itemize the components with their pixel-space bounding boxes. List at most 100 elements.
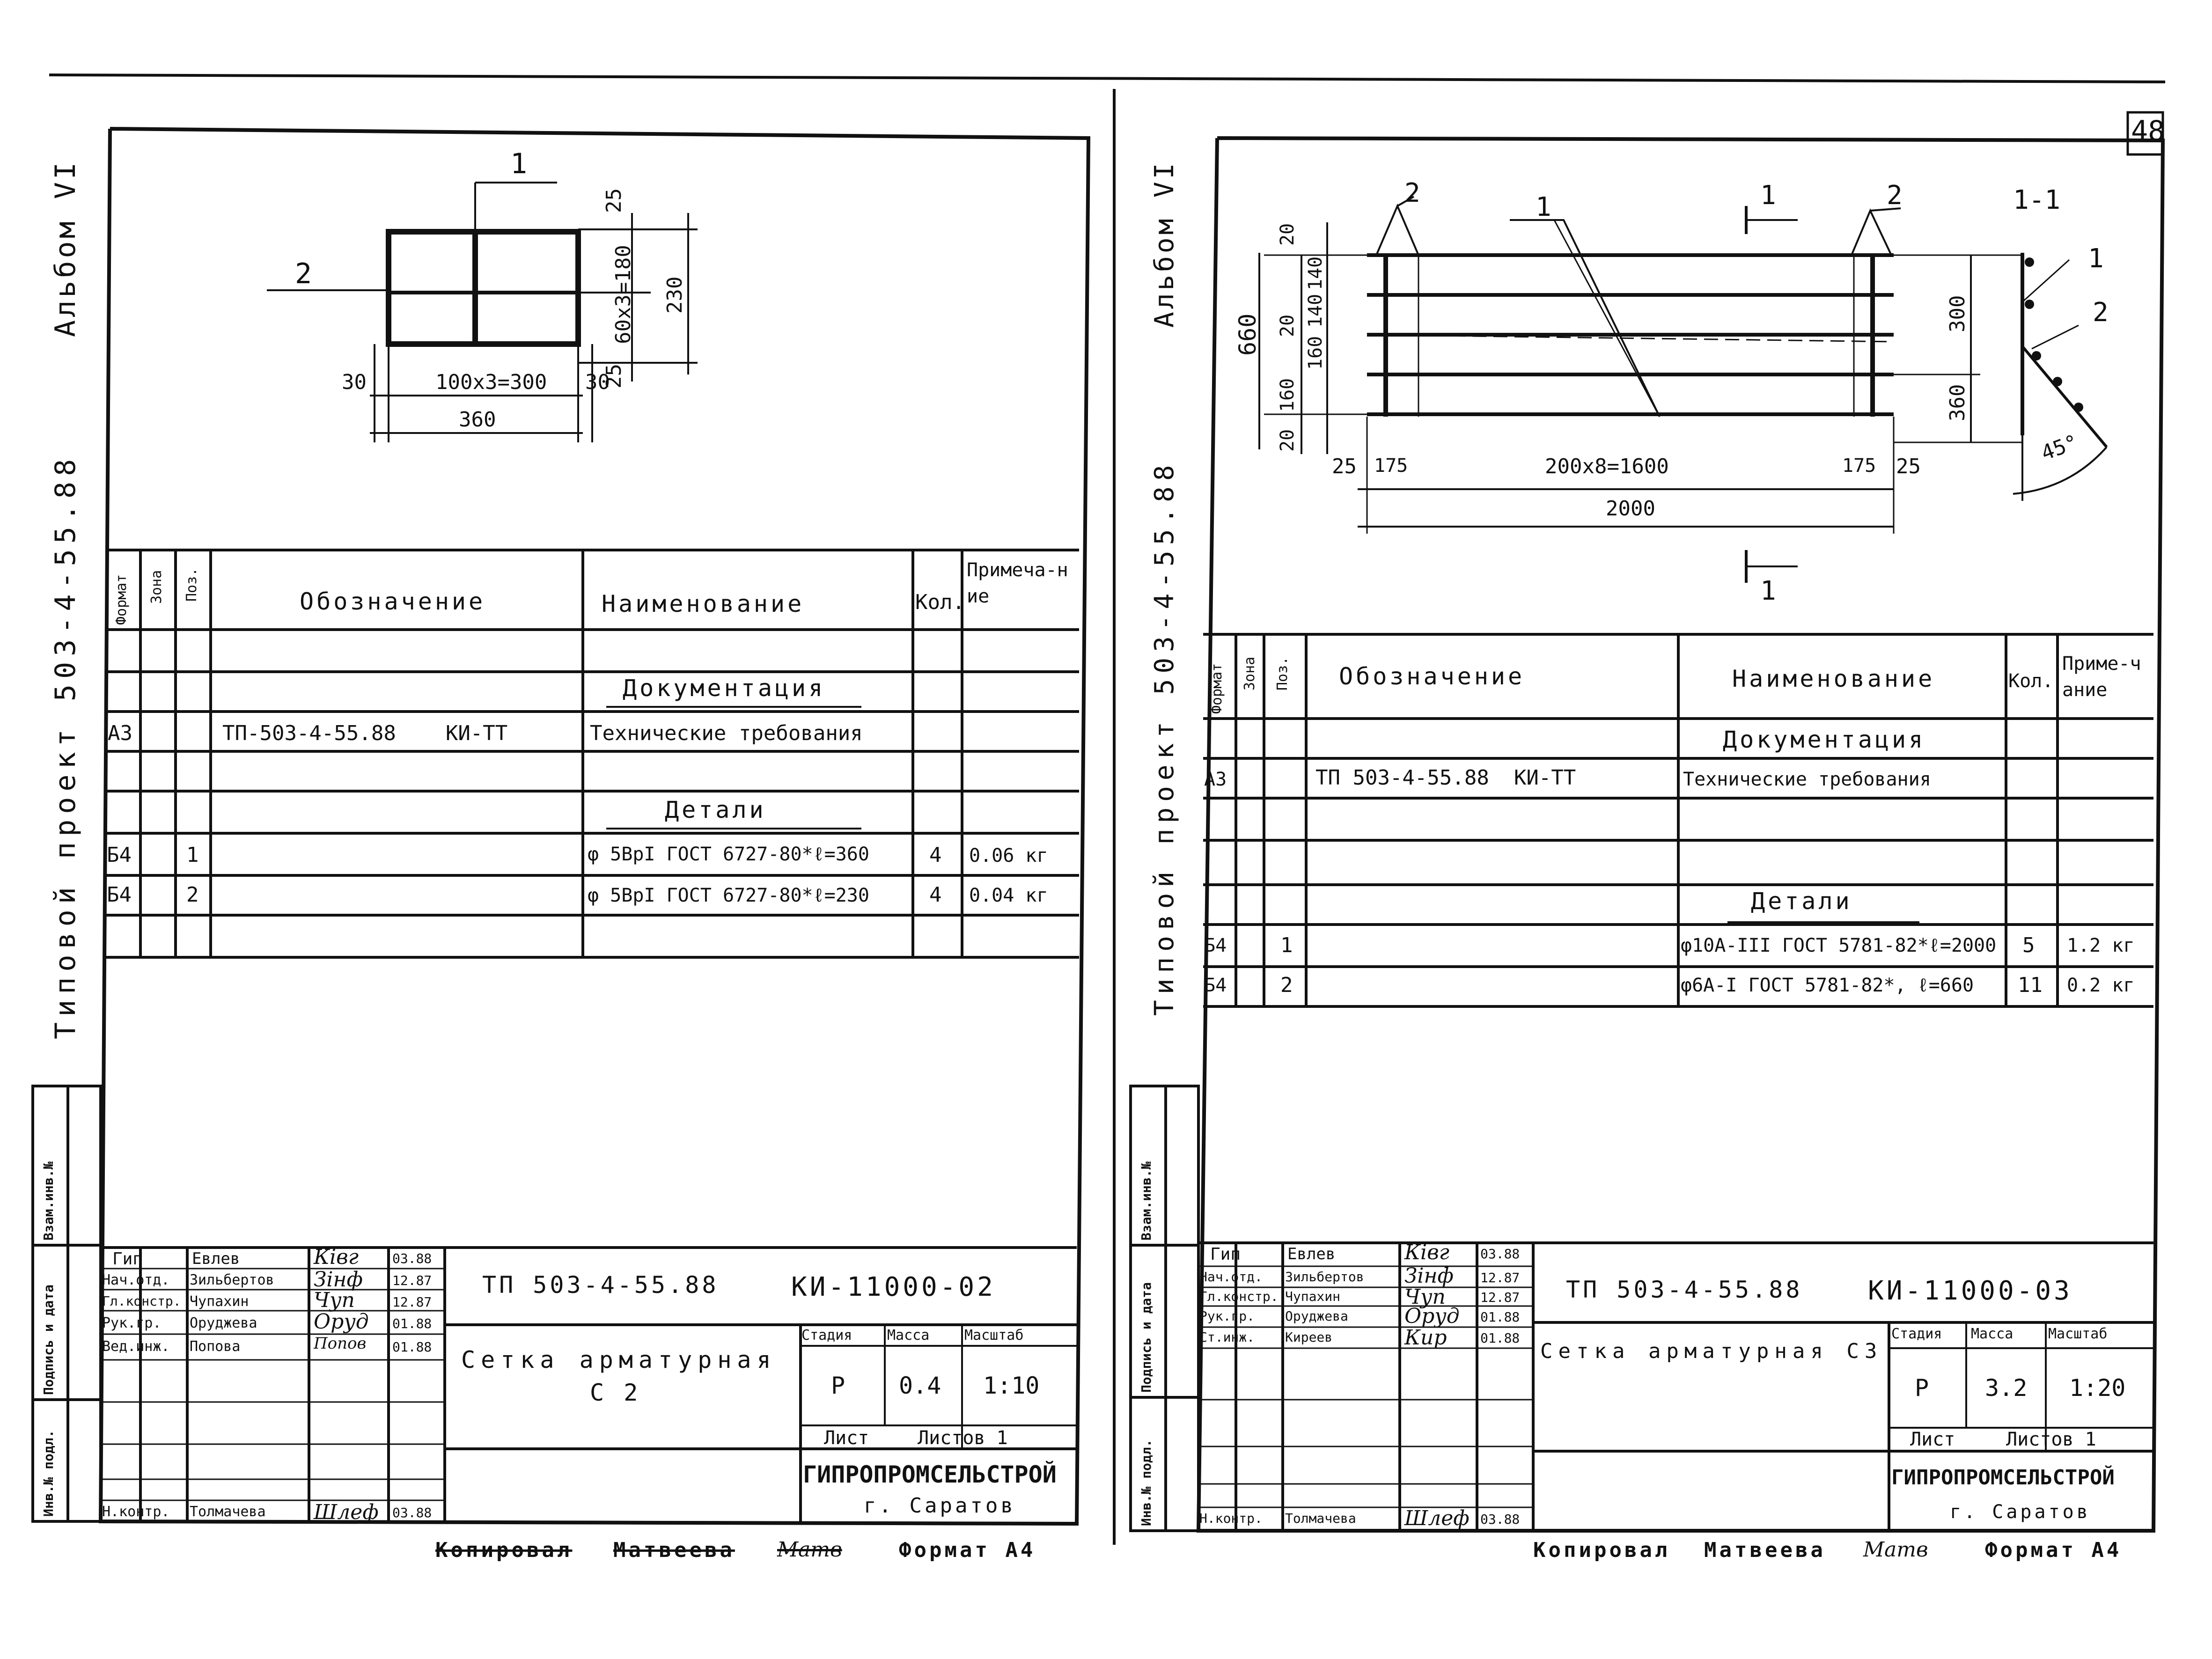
row-name: φ 5ВрI ГОСТ 6727-80*ℓ=360 — [588, 844, 869, 865]
dim-25a: 25 — [602, 188, 626, 213]
row-note: 0.06 кг — [969, 845, 1048, 866]
doc-row-name: Технические требования — [1683, 769, 1931, 790]
date: 12.87 — [392, 1273, 432, 1288]
mass-value: 0.4 — [899, 1372, 941, 1399]
dim-pos1: 1 — [510, 147, 528, 180]
dim-20a: 20 — [1277, 223, 1298, 246]
col-zone-header: Зона — [1242, 656, 1258, 690]
footer-format: Формат А4 — [1985, 1538, 2122, 1562]
signature: Шлеф — [314, 1500, 379, 1524]
stage-value: Р — [831, 1372, 845, 1399]
row-format: Б4 — [107, 843, 132, 867]
row-note: 0.2 кг — [2067, 975, 2135, 996]
col-note-header: Примеча-ние — [967, 559, 1068, 607]
footer-copied: Копировал — [1533, 1538, 1670, 1562]
dim-30b: 30 — [585, 370, 610, 394]
date: 03.88 — [392, 1505, 432, 1520]
dim-300: 300 — [1946, 295, 1969, 332]
stage-header: Стадия — [801, 1327, 852, 1343]
role-norm-control: Н.контр. — [102, 1504, 170, 1520]
dim-30a: 30 — [342, 370, 367, 394]
mass-header: Масса — [887, 1327, 930, 1343]
stage-header: Стадия — [1891, 1326, 1942, 1342]
name-evlev: Евлев — [192, 1249, 240, 1268]
scale-header: Масштаб — [2048, 1326, 2108, 1342]
footer-format: Формат А4 — [899, 1538, 1036, 1562]
name-evlev: Евлев — [1287, 1245, 1336, 1263]
signature: Зінф — [1404, 1264, 1454, 1288]
doc-row-designation: ТП-503-4-55.88 КИ-ТТ — [222, 721, 508, 745]
side-label-replace-inv: Взам.инв.№ — [1139, 1161, 1154, 1241]
name-kireev: Киреев — [1285, 1329, 1333, 1345]
date: 12.87 — [1480, 1270, 1520, 1285]
title-code: ТП 503-4-55.88 — [1566, 1276, 1803, 1303]
dim-pos2: 2 — [295, 257, 312, 290]
section-pos2: 2 — [2093, 297, 2109, 328]
signature: Зінф — [314, 1268, 363, 1292]
dim-20c: 20 — [1277, 429, 1298, 452]
role-gip: Гип — [1210, 1245, 1241, 1264]
role-norm-control: Н.контр. — [1199, 1511, 1263, 1526]
role-group-lead: Рук.гр. — [102, 1315, 162, 1331]
sheets-header: Листов 1 — [2006, 1429, 2096, 1450]
dim-160b: 160 — [1277, 378, 1298, 412]
col-zone-header: Зона — [148, 570, 165, 604]
row-name: φ10А-III ГОСТ 5781-82*ℓ=2000 — [1681, 935, 1997, 956]
col-qty-header: Кол. — [915, 590, 965, 614]
signature: Ківг — [314, 1245, 359, 1269]
name-orudzheva: Оруджева — [190, 1315, 257, 1331]
role-head-dept: Нач.отд. — [1199, 1269, 1263, 1285]
date: 01.88 — [1480, 1330, 1520, 1346]
footer-copier-signature: Матв — [1863, 1538, 1928, 1562]
mass-header: Масса — [1971, 1326, 2014, 1342]
org-city: г. Саратов — [1950, 1501, 2091, 1523]
sheet-header: Лист — [824, 1427, 869, 1449]
title-name: Сетка арматурная — [461, 1346, 777, 1373]
row-pos: 1 — [186, 843, 199, 867]
name-tolmacheva: Толмачева — [1285, 1511, 1356, 1526]
dim-160a: 160 — [1305, 336, 1326, 370]
signature: Чуп — [314, 1288, 355, 1312]
dim-25a: 25 — [1332, 455, 1357, 478]
col-note-header: Приме-чание — [2062, 653, 2141, 701]
doc-row-format: А3 — [1204, 769, 1227, 790]
doc-row-format: А3 — [108, 721, 132, 745]
section-mark-1b: 1 — [1760, 576, 1776, 606]
signature: Ківг — [1404, 1241, 1449, 1264]
row-qty: 4 — [929, 883, 942, 907]
title-name: Сетка арматурная С3 — [1540, 1339, 1883, 1363]
side-label-inv-orig: Инв.№ подл. — [41, 1430, 56, 1517]
name-chupakhin: Чупахин — [1285, 1289, 1341, 1304]
footer-copier: Матвеева — [1704, 1538, 1826, 1562]
role-chief-constr: Гл.констр. — [102, 1293, 181, 1309]
title-doc-number: КИ-11000-02 — [791, 1272, 996, 1302]
row-format: Б4 — [1204, 975, 1227, 996]
dim-175a: 175 — [1374, 455, 1408, 477]
role-senior-eng: Ст.инж. — [1199, 1329, 1255, 1345]
row-name: φ6А-I ГОСТ 5781-82*, ℓ=660 — [1681, 975, 1974, 996]
section-title: 1-1 — [2013, 185, 2061, 215]
col-format-header: Формат — [113, 574, 130, 625]
row-pos: 2 — [186, 883, 199, 907]
row-name: φ 5ВрI ГОСТ 6727-80*ℓ=230 — [588, 885, 869, 906]
section-parts: Детали — [1751, 888, 1852, 915]
signature: Шлеф — [1404, 1506, 1470, 1530]
row-note: 1.2 кг — [2067, 935, 2135, 956]
row-note: 0.04 кг — [969, 885, 1048, 906]
scale-header: Масштаб — [964, 1327, 1024, 1343]
org-name: ГИПРОПРОМСЕЛЬСТРОЙ — [803, 1461, 1057, 1488]
role-chief-constr: Гл.констр. — [1199, 1289, 1279, 1304]
org-city: г. Саратов — [864, 1494, 1016, 1518]
col-qty-header: Кол. — [2008, 670, 2054, 692]
row-format: Б4 — [107, 883, 132, 907]
dim-660: 660 — [1234, 313, 1261, 356]
dim-20b: 20 — [1277, 314, 1298, 337]
title-doc-number: КИ-11000-03 — [1868, 1276, 2072, 1306]
dim-175b: 175 — [1842, 455, 1876, 477]
role-head-dept: Нач.отд. — [102, 1272, 170, 1288]
dim-360: 360 — [1946, 384, 1969, 421]
name-chupakhin: Чупахин — [190, 1293, 249, 1310]
row-pos: 1 — [1280, 933, 1293, 957]
mass-value: 3.2 — [1985, 1374, 2028, 1402]
date: 03.88 — [1480, 1512, 1520, 1527]
